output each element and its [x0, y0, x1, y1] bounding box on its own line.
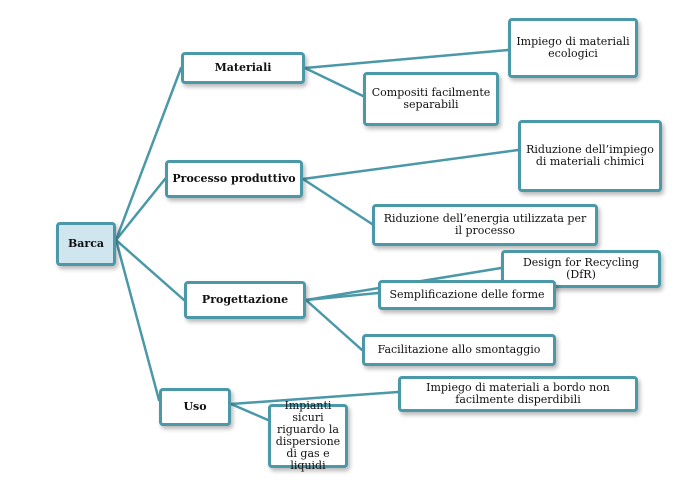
node-impiego-materiali-bordo[interactable]: Impiego di materiali a bordo non facilme… [398, 376, 638, 412]
link-barca-processo [114, 177, 167, 242]
node-progettazione[interactable]: Progettazione [184, 281, 306, 319]
node-riduzione-energia[interactable]: Riduzione dell’energia utilizzata per il… [372, 204, 598, 246]
link-processo-riduzione-energia [301, 177, 374, 226]
link-progettazione-semplificazione [304, 291, 380, 302]
node-barca[interactable]: Barca [56, 222, 116, 266]
node-materiali[interactable]: Materiali [181, 52, 305, 84]
link-barca-materiali [114, 66, 183, 242]
node-facilitazione-smontaggio[interactable]: Facilitazione allo smontaggio [362, 334, 556, 366]
node-uso[interactable]: Uso [159, 388, 231, 426]
link-uso-impianti [229, 402, 270, 422]
link-materiali-impiego-ecologici [303, 48, 510, 70]
node-semplificazione-forme[interactable]: Semplificazione delle forme [378, 280, 556, 310]
link-uso-impiego-bordo [229, 390, 400, 406]
node-riduzione-materiali-chimici[interactable]: Riduzione dell’impiego di materiali chim… [518, 120, 662, 192]
link-barca-uso [114, 238, 161, 402]
node-processo-produttivo[interactable]: Processo produttivo [165, 160, 303, 198]
node-impianti-sicuri[interactable]: Impianti sicuri riguardo la dispersione … [268, 400, 348, 472]
link-progettazione-facilitazione [304, 298, 364, 352]
link-materiali-compositi [303, 66, 365, 98]
link-processo-riduzione-chimici [301, 148, 520, 181]
link-barca-progettazione [114, 238, 186, 302]
node-impiego-materiali-ecologici[interactable]: Impiego di materiali ecologici [508, 18, 638, 78]
node-compositi-separabili[interactable]: Compositi facilmente separabili [363, 72, 499, 126]
